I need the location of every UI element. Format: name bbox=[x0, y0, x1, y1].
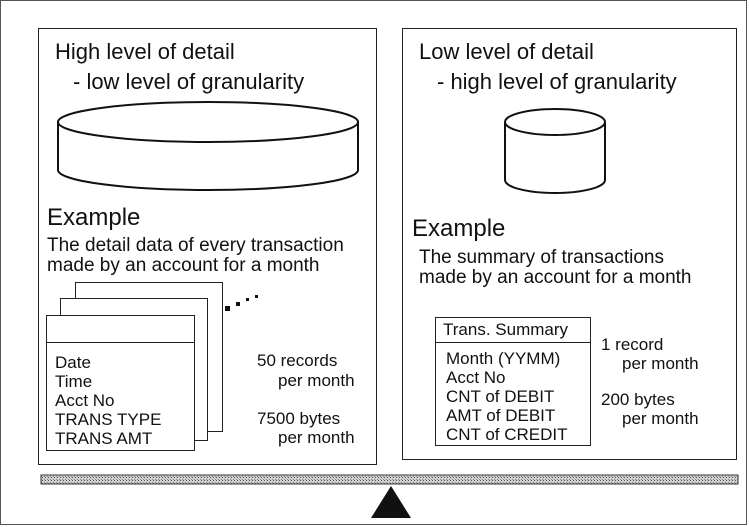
right-description-line1: The summary of transactions bbox=[419, 247, 664, 268]
record-field: Time bbox=[55, 372, 93, 391]
left-example-label: Example bbox=[47, 204, 141, 231]
summary-field: AMT of DEBIT bbox=[446, 406, 556, 425]
large-database-cylinder-icon bbox=[57, 101, 359, 191]
record-field: TRANS TYPE bbox=[55, 410, 162, 429]
left-bytes-line2: per month bbox=[278, 428, 355, 447]
summary-field: Acct No bbox=[446, 368, 506, 387]
left-records-line1: 50 records bbox=[257, 351, 338, 370]
fulcrum-triangle-icon bbox=[371, 486, 411, 518]
left-description-line2: made by an account for a month bbox=[47, 255, 320, 276]
right-records-line1: 1 record bbox=[601, 335, 664, 354]
record-field-list: Date Time Acct No TRANS TYPE TRANS AMT bbox=[55, 353, 161, 448]
record-card-front bbox=[46, 315, 195, 451]
right-title-line1: Low level of detail bbox=[419, 39, 594, 64]
balance-beam bbox=[40, 474, 739, 485]
left-title-line2: - low level of granularity bbox=[73, 69, 305, 94]
ellipsis-dots-icon bbox=[225, 295, 258, 311]
left-description-line1: The detail data of every transaction bbox=[47, 235, 344, 256]
right-title-line2: - high level of granularity bbox=[437, 69, 677, 94]
record-field: Date bbox=[55, 353, 91, 372]
summary-table bbox=[435, 317, 591, 446]
right-bytes-line2: per month bbox=[622, 409, 699, 428]
summary-field: Month (YYMM) bbox=[446, 349, 561, 368]
right-bytes-line1: 200 bytes bbox=[601, 390, 675, 409]
summary-header: Trans. Summary bbox=[443, 320, 569, 339]
left-bytes-line1: 7500 bytes bbox=[257, 409, 341, 428]
record-card-header-divider bbox=[47, 342, 194, 343]
small-database-cylinder-icon bbox=[504, 108, 606, 194]
summary-field: CNT of CREDIT bbox=[446, 425, 568, 444]
left-records-line2: per month bbox=[278, 371, 355, 390]
summary-field-list: Month (YYMM) Acct No CNT of DEBIT AMT of… bbox=[446, 349, 568, 444]
summary-field: CNT of DEBIT bbox=[446, 387, 555, 406]
left-title-line1: High level of detail bbox=[55, 39, 235, 64]
record-field: TRANS AMT bbox=[55, 429, 153, 448]
right-description-line2: made by an account for a month bbox=[419, 267, 692, 288]
summary-header-divider bbox=[436, 342, 590, 343]
right-records-line2: per month bbox=[622, 354, 699, 373]
right-panel bbox=[402, 28, 737, 460]
left-panel bbox=[38, 28, 377, 465]
record-field: Acct No bbox=[55, 391, 115, 410]
right-example-label: Example bbox=[412, 215, 506, 242]
